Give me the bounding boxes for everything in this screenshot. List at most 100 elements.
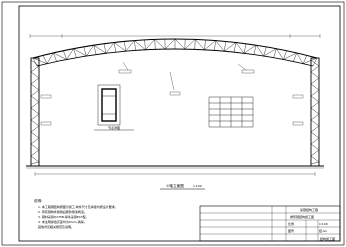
note-line: 2. 所有钢构件除锈后刷防锈漆两道。: [38, 209, 87, 214]
title-block-scale-label: 比例: [288, 221, 294, 226]
column-lacing: [30, 119, 40, 127]
truss-bottom-chord: [36, 48, 314, 67]
truss-vertical: [263, 46, 267, 57]
column-lacing: [30, 77, 40, 85]
truss-diagonal: [154, 39, 166, 50]
truss-diagonal: [114, 42, 126, 52]
note-line: 其他详见相关规范及说明。: [38, 224, 74, 229]
truss-diagonal: [296, 52, 304, 64]
top-dimension-line: [29, 34, 321, 38]
truss-vertical: [312, 57, 318, 67]
truss-diagonal: [134, 40, 146, 50]
column-lacing: [310, 101, 320, 109]
truss-vertical: [243, 43, 247, 54]
column-lacing: [30, 95, 40, 103]
column-lacing: [310, 125, 320, 133]
title-block: 某钢结构工程 拱形钢结构施工图 比例 1:100 图号 结-01 结构施工图: [199, 205, 341, 242]
truss-diagonal: [235, 42, 245, 54]
truss-vertical: [273, 48, 277, 58]
title-block-stamp: 结构施工图: [320, 236, 335, 241]
column-lacing: [310, 95, 320, 103]
column-lacing: [30, 149, 40, 157]
truss-diagonal: [224, 42, 236, 52]
truss-vertical: [134, 40, 136, 51]
truss-diagonal: [53, 52, 67, 60]
truss-diagonal: [105, 42, 115, 54]
truss-diagonal: [204, 40, 216, 50]
truss-diagonal: [283, 52, 297, 60]
truss-diagonal: [215, 40, 225, 52]
detail-section: 节点详图: [94, 84, 134, 131]
truss-vertical: [302, 55, 308, 64]
truss-diagonal: [303, 57, 318, 64]
view-title-text: ①轴立面图: [166, 183, 184, 188]
column-lacing: [30, 65, 40, 73]
truss-diagonal: [125, 40, 135, 52]
notes-block: 说明: 1. 本工程钢结构按图示施工,构件尺寸及焊缝均按设计要求。 2. 所有钢…: [34, 198, 118, 229]
truss-diagonal: [263, 48, 277, 57]
truss-vertical: [103, 43, 107, 54]
column-lacing: [30, 155, 40, 163]
column-lacing: [310, 113, 320, 121]
truss-vertical: [53, 52, 57, 62]
column-lacing: [30, 83, 40, 91]
truss-diagonal: [145, 39, 155, 50]
truss-vertical: [194, 39, 196, 50]
note-line: 1. 本工程钢结构按图示施工,构件尺寸及焊缝均按设计要求。: [38, 204, 118, 209]
column-lacing: [310, 137, 320, 145]
truss-diagonal: [174, 38, 186, 50]
truss-vertical: [253, 45, 257, 55]
column-lacing: [30, 137, 40, 145]
column-lacing: [310, 71, 320, 79]
truss-vertical: [73, 48, 77, 58]
column-lacing: [310, 77, 320, 85]
truss-vertical: [83, 46, 87, 57]
column-lacing: [310, 59, 320, 67]
truss-diagonal: [66, 48, 74, 60]
view-title: ①轴立面图 1:100: [160, 183, 205, 190]
truss-diagonal: [86, 45, 95, 57]
column-lacing: [310, 89, 320, 97]
truss-diagonal: [46, 52, 54, 64]
leader-marks: [40, 61, 304, 126]
column-lacing: [30, 59, 40, 67]
title-block-project: 某钢结构工程: [300, 207, 318, 212]
right-column: [310, 57, 320, 167]
truss-diagonal: [195, 39, 205, 50]
left-column: [30, 57, 40, 167]
truss-vertical: [144, 39, 146, 50]
column-lacing: [30, 107, 40, 115]
truss-diagonal: [184, 39, 196, 50]
notes-heading: 说明:: [34, 198, 42, 203]
truss-vertical: [214, 40, 216, 51]
material-table: [208, 96, 254, 128]
column-lacing: [310, 119, 320, 127]
truss-vertical: [224, 41, 226, 52]
column-lacing: [310, 149, 320, 157]
column-lacing: [30, 89, 40, 97]
view-scale: 1:100: [193, 184, 202, 188]
column-lacing: [30, 143, 40, 151]
truss-vertical: [113, 42, 117, 53]
truss-vertical: [293, 52, 297, 62]
title-block-drawing-name: 拱形钢结构施工图: [290, 214, 314, 219]
column-lacing: [30, 71, 40, 79]
bottom-dimension-line: [34, 172, 316, 176]
column-lacing: [30, 113, 40, 121]
truss-diagonal: [255, 45, 264, 57]
truss-vertical: [63, 50, 67, 60]
column-lacing: [310, 161, 320, 165]
title-block-scale-value: 1:100: [319, 222, 328, 226]
truss-diagonal: [73, 48, 87, 57]
truss-vertical: [204, 39, 206, 50]
truss-diagonal: [32, 57, 47, 64]
title-block-sheet-label: 图号: [288, 228, 294, 233]
column-lacing: [310, 65, 320, 73]
truss-vertical: [32, 57, 38, 67]
column-lacing: [310, 83, 320, 91]
note-line: 3. 钢材采用Q235B,焊条采用E43型。: [38, 214, 89, 219]
truss-vertical: [124, 41, 126, 52]
note-line: 4. 未注明焊缝高度均为6mm,满焊。: [38, 219, 87, 224]
